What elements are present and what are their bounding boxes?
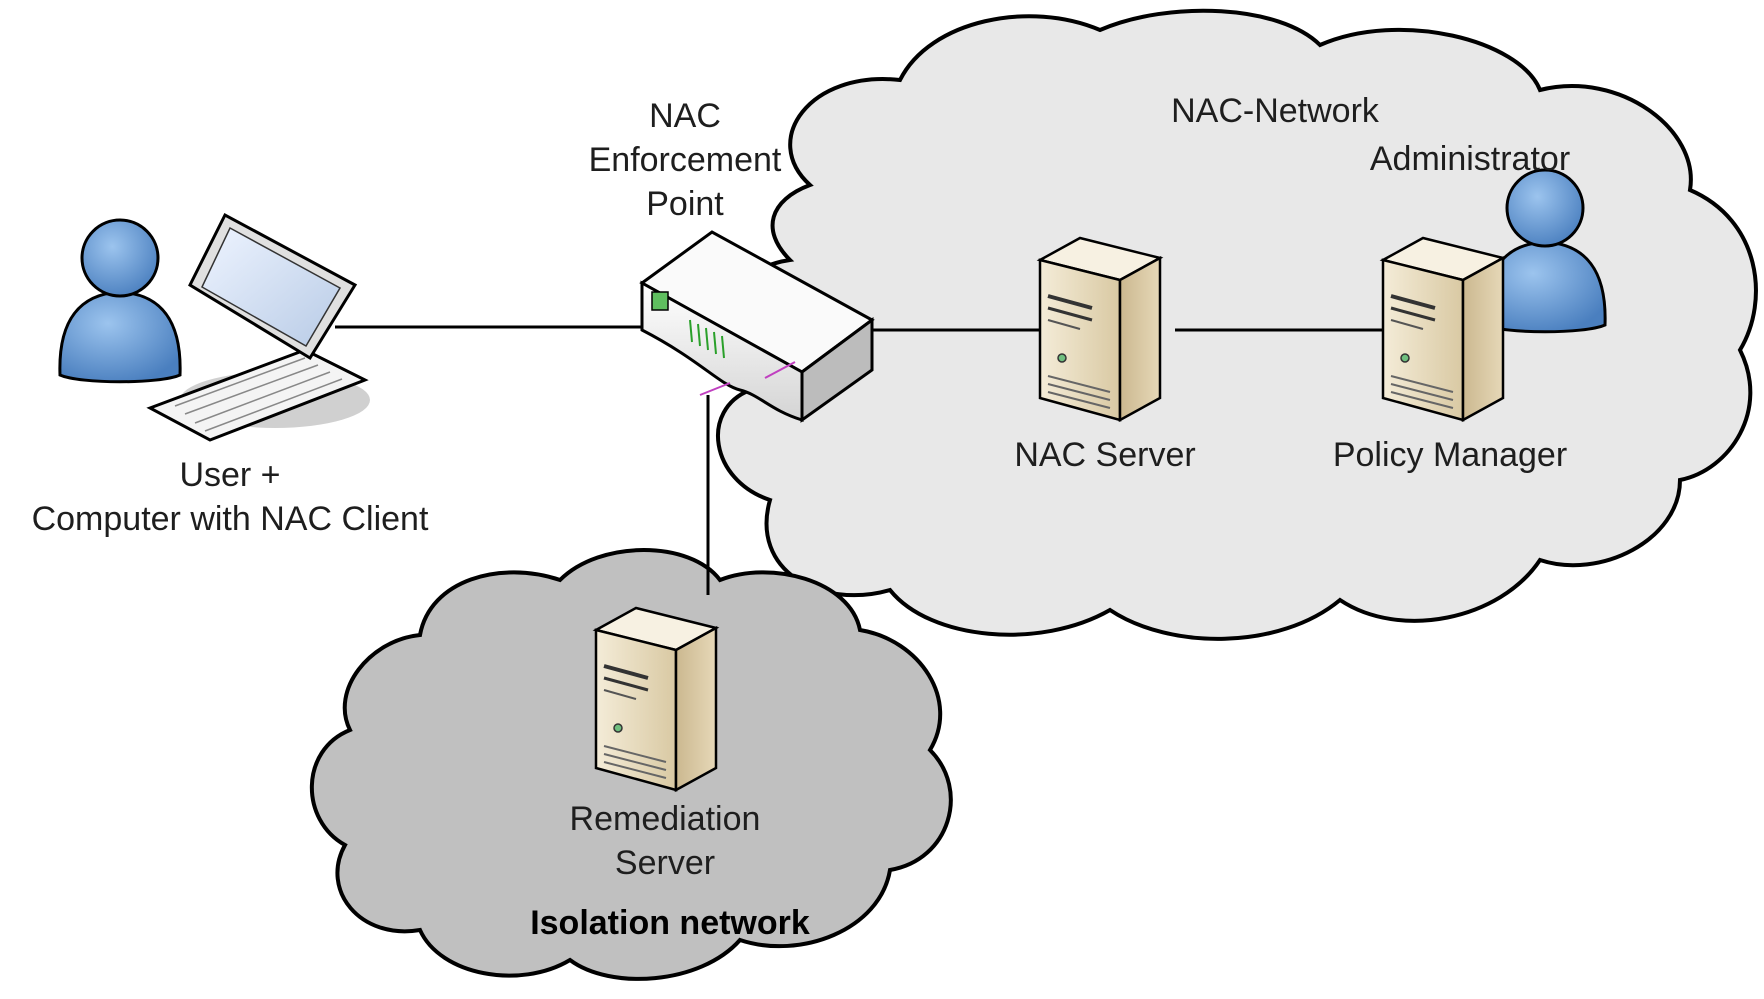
- enforcement-label-line-1: NAC: [649, 97, 721, 135]
- remediation-label-line-2: Server: [614, 844, 716, 882]
- nac-server-label: NAC Server: [1014, 436, 1196, 474]
- remediation-server-label: Remediation Server: [530, 797, 800, 885]
- policy-manager-server-icon: [1381, 236, 1505, 422]
- nac-network-label: NAC-Network: [1171, 92, 1379, 130]
- nac-server-icon: [1038, 236, 1162, 422]
- switch-icon: [639, 230, 875, 423]
- remediation-server-icon: [594, 606, 718, 792]
- policy-manager-label: Policy Manager: [1332, 436, 1568, 474]
- administrator-label: Administrator: [1369, 140, 1571, 178]
- nac-network-cloud: [715, 8, 1758, 641]
- enforcement-point-label: NAC Enforcement Point: [560, 94, 810, 226]
- user-laptop-icon: [58, 212, 370, 442]
- user-label-line-2: Computer with NAC Client: [31, 500, 429, 538]
- enforcement-label-line-3: Point: [646, 185, 724, 223]
- isolation-network-label: Isolation network: [530, 904, 810, 942]
- enforcement-label-line-2: Enforcement: [588, 141, 782, 179]
- remediation-label-line-1: Remediation: [569, 800, 761, 838]
- user-label-line-1: User +: [179, 456, 281, 494]
- user-computer-label: User + Computer with NAC Client: [10, 453, 450, 541]
